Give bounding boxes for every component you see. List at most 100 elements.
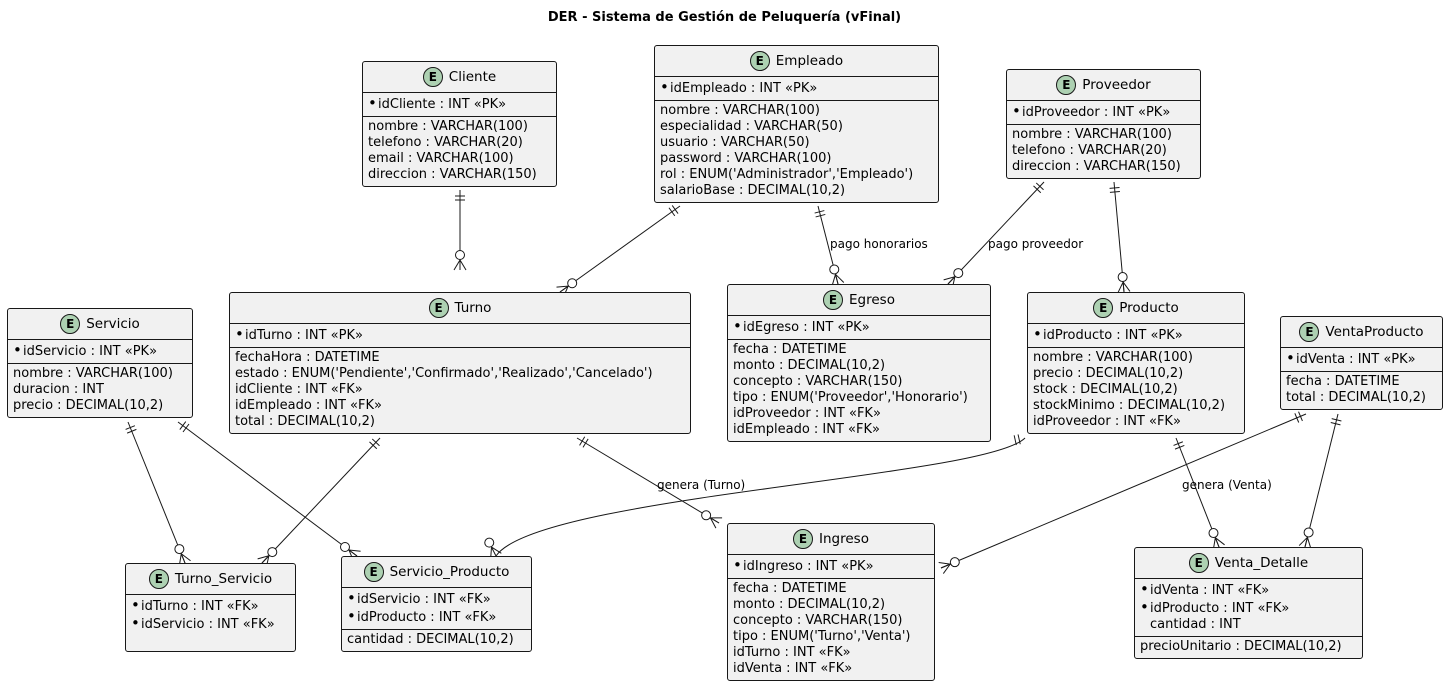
relation-turno-turno_servicio <box>257 437 381 568</box>
key-attribute-text: idProducto : INT «FK» <box>357 610 497 625</box>
key-attribute: •idTurno : INT «PK» <box>235 326 685 344</box>
key-bullet-icon: • <box>733 556 742 574</box>
key-bullet-icon: • <box>1140 580 1149 598</box>
relation-line <box>559 205 681 293</box>
relation-ventaproducto-venta_detalle <box>1298 413 1342 549</box>
entity-badge-icon: E <box>1093 298 1114 318</box>
crows-foot-icon <box>257 555 269 560</box>
relation-line <box>576 437 720 524</box>
key-attribute: •idCliente : INT «PK» <box>368 95 551 113</box>
crows-foot-icon <box>1298 536 1308 546</box>
one-mark-icon <box>579 436 586 446</box>
attribute: especialidad : VARCHAR(50) <box>660 119 843 134</box>
entity-header: E Proveedor <box>1007 70 1200 101</box>
zero-mark-icon <box>567 278 578 289</box>
crows-foot-icon <box>556 285 569 288</box>
key-bullet-icon: • <box>131 614 140 632</box>
crows-foot-icon <box>180 553 186 564</box>
attribute: monto : DECIMAL(10,2) <box>733 597 886 612</box>
key-bullet-icon: • <box>1033 325 1042 343</box>
attribute: password : VARCHAR(100) <box>660 151 832 166</box>
relation-label: genera (Turno) <box>657 478 746 492</box>
attribute: nombre : VARCHAR(100) <box>1012 127 1172 142</box>
key-section: •idServicio : INT «PK» <box>8 340 192 364</box>
one-mark-icon <box>1109 191 1120 193</box>
one-mark-icon <box>1173 441 1184 446</box>
attribute-section: nombre : VARCHAR(100)especialidad : VARC… <box>655 101 938 202</box>
key-attribute-text: idEgreso : INT «PK» <box>743 320 870 335</box>
key-section: •idServicio : INT «FK»•idProducto : INT … <box>342 588 531 630</box>
crows-foot-icon <box>947 276 956 285</box>
entity-name: Producto <box>1119 300 1179 316</box>
one-mark-icon <box>126 428 137 434</box>
crows-foot-icon <box>940 563 951 569</box>
key-section: •idIngreso : INT «PK» <box>728 555 934 579</box>
entity-name: Cliente <box>448 69 497 85</box>
diagram-title: DER - Sistema de Gestión de Peluquería (… <box>547 10 902 25</box>
crows-foot-icon <box>491 546 502 554</box>
entity-name: Proveedor <box>1082 77 1151 93</box>
relation-proveedor-egreso <box>943 181 1045 289</box>
relation-empleado-egreso <box>814 205 845 286</box>
relation-line <box>495 437 1026 557</box>
attribute: nombre : VARCHAR(100) <box>1033 350 1193 365</box>
one-mark-icon <box>582 438 589 448</box>
entity-badge-icon: E <box>1056 75 1077 95</box>
attribute: tipo : ENUM('Proveedor','Honorario') <box>733 390 968 405</box>
one-mark-icon <box>668 207 676 217</box>
zero-mark-icon <box>267 547 278 558</box>
crows-foot-icon <box>453 259 461 271</box>
key-attribute-text: idTurno : INT «FK» <box>141 599 259 614</box>
key-bullet-icon: • <box>368 94 377 112</box>
entity-badge-icon: E <box>148 569 169 589</box>
entity-name: Turno <box>454 300 492 316</box>
attribute: cantidad : DECIMAL(10,2) <box>347 632 514 647</box>
entity-badge-icon: E <box>363 562 384 582</box>
attribute-section <box>126 636 295 651</box>
key-bullet-icon: • <box>733 317 742 335</box>
attribute: duracion : INT <box>13 382 104 397</box>
crows-foot-icon <box>1122 281 1131 292</box>
key-attribute: •idProducto : INT «FK» <box>1140 599 1357 617</box>
crows-foot-icon <box>180 553 191 562</box>
relation-line <box>127 421 186 564</box>
zero-mark-icon <box>953 268 964 279</box>
one-mark-icon <box>1035 182 1044 191</box>
crows-foot-icon <box>459 259 467 271</box>
attribute: idProveedor : INT «FK» <box>1033 414 1181 429</box>
relation-producto-venta_detalle <box>1173 437 1225 550</box>
key-attribute-text: idIngreso : INT «PK» <box>743 559 874 574</box>
key-attribute-text: idCliente : INT «PK» <box>378 97 507 112</box>
crows-foot-icon <box>1214 537 1220 548</box>
one-mark-icon <box>179 421 187 430</box>
one-mark-icon <box>1017 434 1021 445</box>
crows-foot-icon <box>1215 537 1225 546</box>
attribute: total : DECIMAL(10,2) <box>1286 390 1426 405</box>
relation-line <box>177 421 358 557</box>
entity-badge-icon: E <box>793 529 814 549</box>
entity-name: Egreso <box>849 292 895 308</box>
one-mark-icon <box>1013 435 1017 446</box>
attribute: stock : DECIMAL(10,2) <box>1033 382 1178 397</box>
key-section: •idProveedor : INT «PK» <box>1007 101 1200 125</box>
attribute: email : VARCHAR(100) <box>368 151 514 166</box>
key-bullet-icon: • <box>1140 598 1149 616</box>
key-section: •idVenta : INT «PK» <box>1281 348 1442 372</box>
entity-name: Ingreso <box>819 531 869 547</box>
one-mark-icon <box>814 210 825 214</box>
key-attribute-text: idServicio : INT «PK» <box>23 344 158 359</box>
crows-foot-icon <box>348 549 361 552</box>
crows-foot-icon <box>491 546 497 557</box>
one-mark-icon <box>182 423 190 433</box>
